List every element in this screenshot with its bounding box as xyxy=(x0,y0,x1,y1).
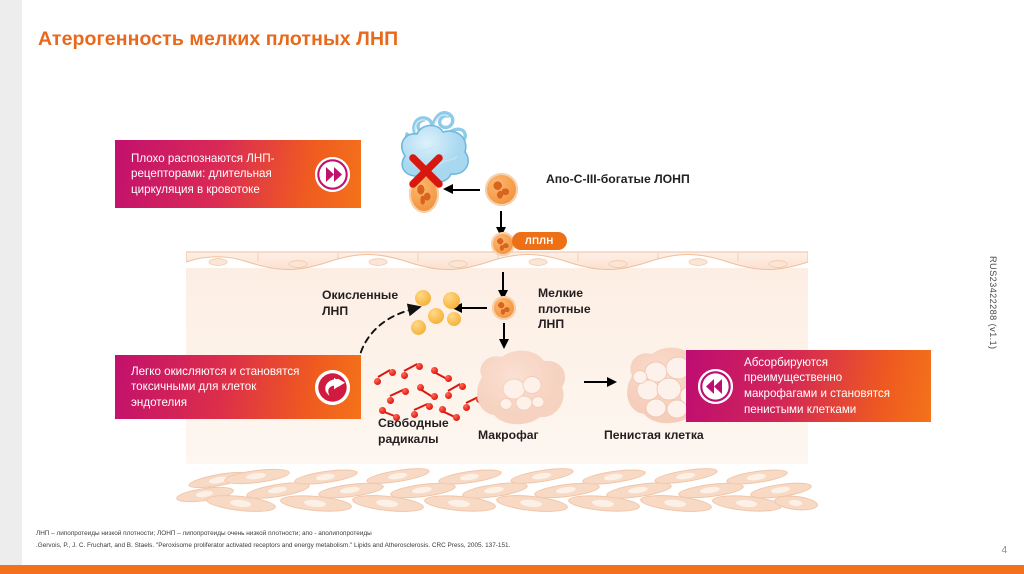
callout-absorbed-by-macrophages[interactable]: Абсорбируются преимущественно макрофагам… xyxy=(686,350,931,422)
double-chevron-right-icon xyxy=(315,156,350,192)
red-x-icon xyxy=(409,154,443,188)
macrophage-label: Макрофаг xyxy=(478,428,539,442)
callout-poorly-recognized-text: Плохо распознаются ЛНП-рецепторами: длит… xyxy=(131,151,275,196)
arrow-transcytosis xyxy=(502,272,504,292)
oxidized-ldl-label: Окисленные ЛНП xyxy=(322,288,398,319)
macrophage-cell xyxy=(477,350,566,425)
arrow-vldl-to-receptor-head xyxy=(443,184,453,194)
arrow-macrophage-to-foam xyxy=(584,381,610,383)
left-gray-rail xyxy=(0,0,22,574)
callout-absorbed-text: Абсорбируются преимущественно макрофагам… xyxy=(744,355,890,416)
endothelium-layer xyxy=(186,251,808,270)
dashed-oxidation-arrow xyxy=(357,303,422,375)
footnote-citation: .Gervois, P., J. C. Fruchart, and B. Sta… xyxy=(36,542,511,549)
oxidized-ldl-particle xyxy=(428,308,444,324)
small-dense-ldl-particle xyxy=(492,296,516,320)
free-radicals-cluster xyxy=(368,362,488,422)
small-dense-ldl-label: Мелкие плотные ЛНП xyxy=(538,286,591,333)
arrow-to-oxidized-head xyxy=(452,302,462,313)
sdldl-label-line3: ЛНП xyxy=(538,317,565,331)
arrow-vldl-to-receptor xyxy=(452,188,480,191)
radicals-label-line1: Свободные xyxy=(378,416,449,430)
sdldl-label-line1: Мелкие xyxy=(538,286,584,300)
arrow-transcytosis-head xyxy=(497,290,508,300)
smooth-muscle-layer xyxy=(175,465,819,522)
arrow-macrophage-to-foam-head xyxy=(607,376,617,387)
sdldl-label-line2: плотные xyxy=(538,301,591,316)
circular-arrow-icon xyxy=(315,369,350,405)
vldl-label: Апо-C-III-богатые ЛОНП xyxy=(546,172,690,186)
rail-bottom-notch xyxy=(0,555,22,565)
document-code: RUS23422288 (v1.1) xyxy=(988,256,998,350)
foam-cell-label: Пенистая клетка xyxy=(604,428,704,442)
callout-easily-oxidized[interactable]: Легко окисляются и становятся токсичными… xyxy=(115,355,361,419)
oxidized-ldl-particle xyxy=(415,290,431,306)
arrow-vldl-down xyxy=(500,211,502,229)
page-number: 4 xyxy=(1001,545,1007,556)
arrow-to-oxidized xyxy=(461,307,487,309)
free-radicals-label: Свободные радикалы xyxy=(378,416,449,447)
vldl-particle xyxy=(485,173,518,206)
arrow-sdldl-to-macrophage-head xyxy=(498,339,509,349)
page-title: Атерогенность мелких плотных ЛНП xyxy=(38,28,399,50)
oxidized-label-line2: ЛНП xyxy=(322,303,349,318)
ldl-at-endothelium-particle xyxy=(491,232,515,256)
bottom-orange-bar xyxy=(0,565,1024,574)
callout-easily-oxidized-text: Легко окисляются и становятся токсичными… xyxy=(131,364,300,409)
radicals-label-line2: радикалы xyxy=(378,431,439,446)
oxidized-ldl-particle xyxy=(411,320,426,335)
oxidized-label-line1: Окисленные xyxy=(322,288,399,302)
oxidized-ldl-particle xyxy=(443,292,460,309)
lpl-pill-label: ЛПЛН xyxy=(512,232,567,250)
double-chevron-left-icon xyxy=(698,368,733,404)
arrow-sdldl-to-macrophage xyxy=(503,323,505,341)
oxidized-ldl-particle xyxy=(447,312,461,326)
footnote-abbreviations: ЛНП – липопротеиды низкой плотности; ЛОН… xyxy=(36,530,372,537)
callout-poorly-recognized[interactable]: Плохо распознаются ЛНП-рецепторами: длит… xyxy=(115,140,361,208)
